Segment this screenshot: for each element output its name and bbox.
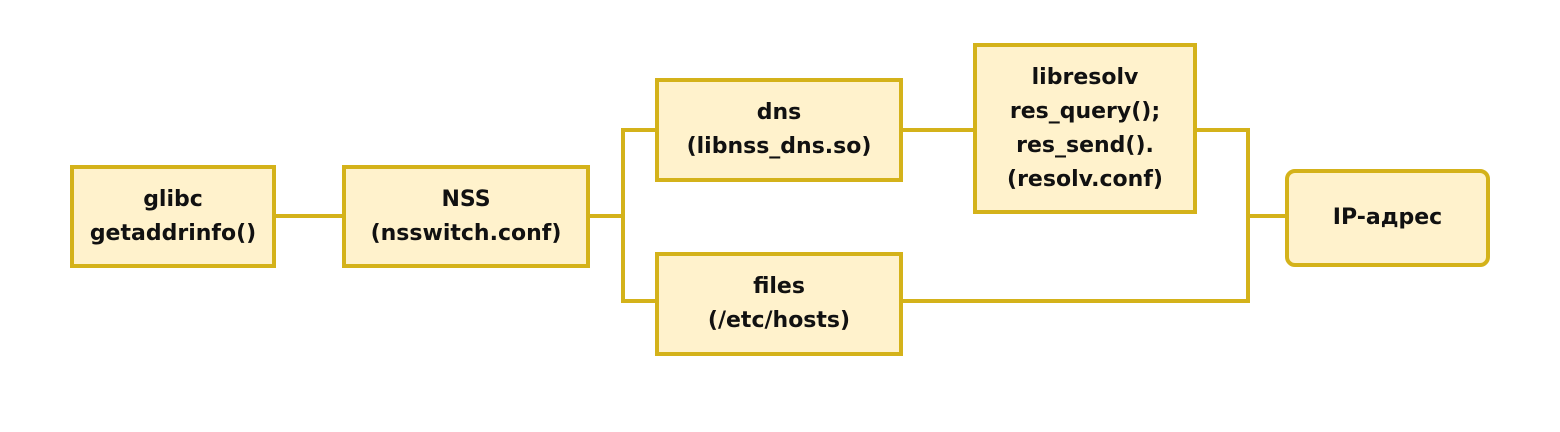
libresolv-title: libresolv <box>1031 64 1139 90</box>
files-title: files <box>753 274 805 299</box>
libresolv-query: res_query(); <box>1009 98 1161 124</box>
libresolv-box: libresolv res_query(); res_send(). (reso… <box>973 43 1197 214</box>
dns-library: (libnss_dns.so) <box>686 134 872 159</box>
libresolv-config: (resolv.conf) <box>1007 166 1163 192</box>
libresolv-send: res_send(). <box>1016 132 1154 158</box>
nss-config: (nsswitch.conf) <box>370 220 562 246</box>
nss-title: NSS <box>441 186 491 212</box>
glibc-title: glibc <box>143 186 203 212</box>
connector-branch-dns <box>621 128 657 216</box>
glibc-box: glibc getaddrinfo() <box>70 165 276 268</box>
files-box: files (/etc/hosts) <box>655 252 903 356</box>
connector-libresolv-merge <box>1195 128 1250 216</box>
nss-box: NSS (nsswitch.conf) <box>342 165 590 268</box>
ip-address-label: IP-адрес <box>1332 205 1443 230</box>
files-path: (/etc/hosts) <box>707 308 851 333</box>
connector-files-merge <box>901 216 1250 303</box>
dns-box: dns (libnss_dns.so) <box>655 78 903 182</box>
glibc-function: getaddrinfo() <box>89 220 257 246</box>
dns-title: dns <box>756 100 802 125</box>
connector-branch-files <box>621 216 657 303</box>
ip-address-box: IP-адрес <box>1285 169 1490 267</box>
